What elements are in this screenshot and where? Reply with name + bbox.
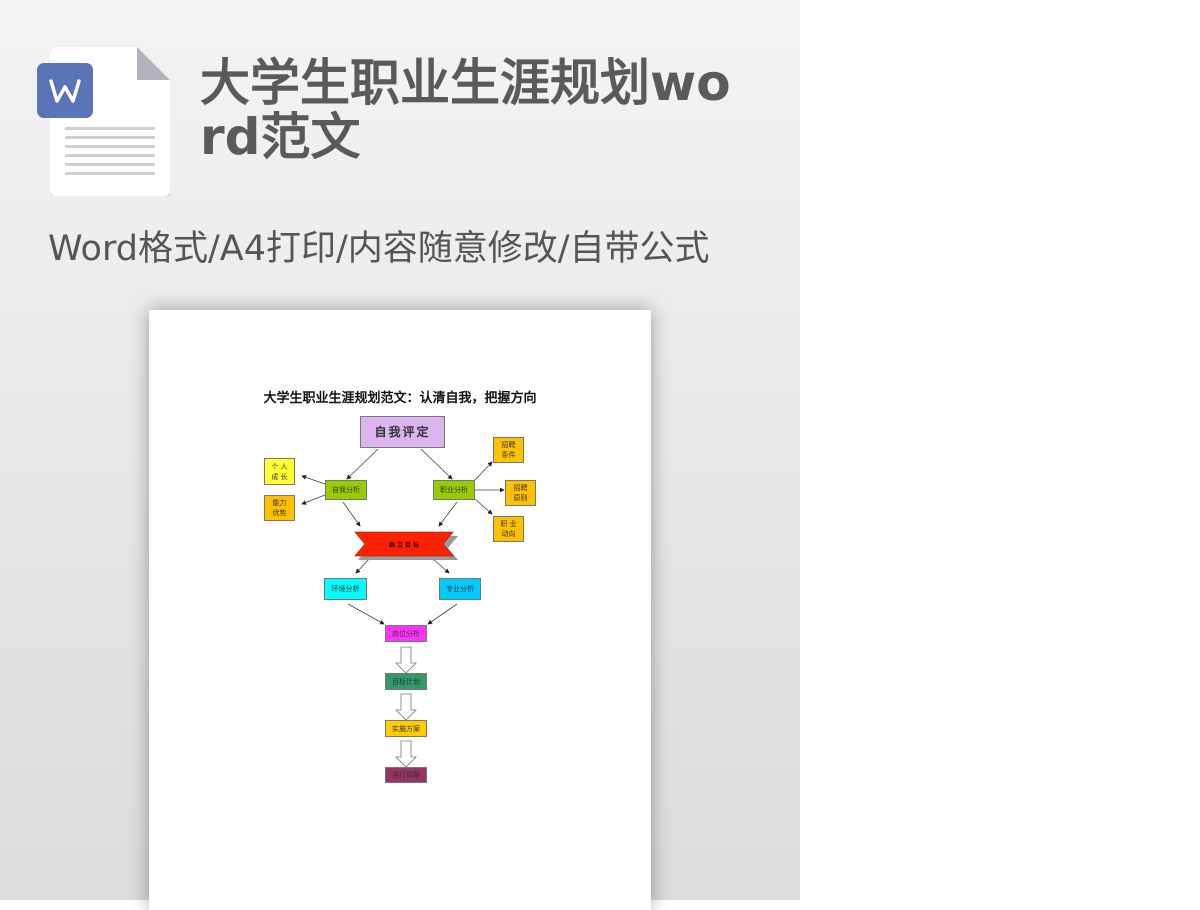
arrow xyxy=(342,501,361,527)
arrow xyxy=(301,494,326,505)
hollow-down-arrow xyxy=(395,693,417,721)
arrow xyxy=(355,557,371,574)
page-subtitle: Word格式/A4打印/内容随意修改/自带公式 xyxy=(48,229,710,269)
arrow xyxy=(438,501,458,527)
document-title: 大学生职业生涯规划范文：认清自我，把握方向 xyxy=(263,391,537,406)
personal-growth-box: 个 人 成 长 xyxy=(264,458,295,485)
arrow xyxy=(346,448,379,480)
arrow xyxy=(474,498,493,515)
page-title: 大学生职业生涯规划word范文 xyxy=(200,54,731,166)
arrow xyxy=(427,603,458,625)
arrow xyxy=(431,557,450,574)
recruit-principles-box: 招聘 原则 xyxy=(505,480,536,506)
career-analysis-box: 职业分析 xyxy=(433,480,475,500)
arrow xyxy=(420,448,453,480)
implementation-box: 实施方案 xyxy=(385,720,427,737)
major-analysis-box: 专业分析 xyxy=(439,578,481,600)
diagram-arrows xyxy=(301,448,505,768)
position-analysis-box: 岗位分析 xyxy=(385,625,427,642)
arrow xyxy=(301,475,326,485)
self-assessment-box: 自我评定 xyxy=(360,416,445,448)
environment-analysis-box: 环境分析 xyxy=(324,578,367,600)
strengths-box: 能力 优势 xyxy=(264,495,295,521)
hollow-down-arrow xyxy=(395,646,417,674)
career-trend-box: 职 业 动向 xyxy=(493,516,524,542)
arrow xyxy=(347,603,385,625)
arrow xyxy=(474,461,493,481)
document-preview xyxy=(149,310,651,910)
self-adjust-box: 自行调整 xyxy=(385,767,427,783)
hollow-down-arrow xyxy=(395,740,417,768)
recruit-conditions-box: 招聘 条件 xyxy=(493,437,524,463)
goal-plan-box: 目标计划 xyxy=(385,673,427,690)
goal-banner xyxy=(354,531,454,557)
self-analysis-box: 自我分析 xyxy=(325,480,367,500)
goal-banner-label: 确 立 目 标 xyxy=(388,542,420,549)
word-logo-icon xyxy=(37,63,93,118)
